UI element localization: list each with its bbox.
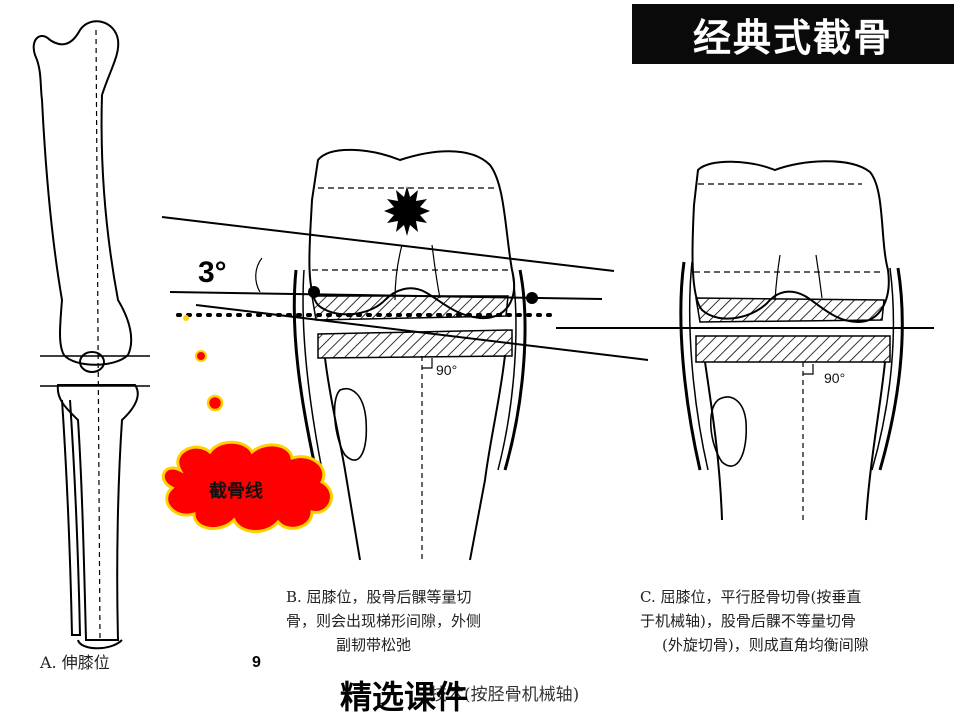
caption-c-line: C. 屈膝位，平行胫骨切骨(按垂直 — [640, 588, 862, 606]
caption-b: B. 屈膝位，股骨后髁等量切 骨，则会出现梯形间隙，外侧 副韧带松弛 — [286, 585, 481, 657]
reference-dot-left — [308, 286, 320, 298]
caption-b-line: 副韧带松弛 — [336, 636, 412, 654]
caption-c: C. 屈膝位，平行胫骨切骨(按垂直 于机械轴)，股骨后髁不等量切骨 (外旋切骨)… — [640, 585, 869, 657]
dot-red-small — [195, 350, 207, 362]
angle-label: 3° — [198, 256, 227, 289]
cut-lines — [161, 216, 934, 361]
dot-red-medium — [206, 394, 224, 412]
dot-small-yellow — [183, 315, 189, 321]
knee-figure-c — [679, 160, 904, 521]
caption-b-line: 骨，则会出现梯形间隙，外侧 — [286, 612, 482, 630]
caption-b-line: B. 屈膝位，股骨后髁等量切 — [286, 588, 472, 606]
page-title: 经典式截骨 — [632, 4, 954, 64]
caption-c-line: 于机械轴)，股骨后髁不等量切骨 — [640, 612, 856, 630]
bottom-caption: 技术(按胫骨机械轴) — [430, 685, 580, 705]
right-angle-label-c: 90° — [824, 370, 846, 386]
angle-arc — [255, 257, 263, 293]
cut-line-upper — [161, 216, 615, 272]
page-number: 9 — [252, 654, 261, 671]
reference-dot-right — [526, 292, 538, 304]
leg-figure-a — [32, 20, 150, 650]
cloud-label: 截骨线 — [209, 481, 263, 502]
right-angle-label-b: 90° — [436, 362, 458, 378]
caption-c-line: (外旋切骨)，则成直角均衡间隙 — [662, 636, 869, 654]
cloud-callout — [161, 440, 333, 533]
caption-a: A. 伸膝位 — [40, 653, 110, 672]
starburst-icon — [384, 186, 430, 236]
watermark-label: 精选课件 — [340, 678, 469, 716]
